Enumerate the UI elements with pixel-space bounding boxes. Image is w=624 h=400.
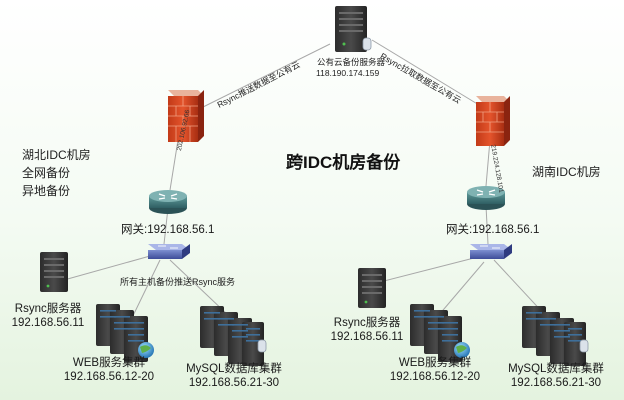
- hubei-web-ip: 192.168.56.12-20: [63, 370, 155, 383]
- cloud-server-ip: 118.190.174.159: [316, 68, 380, 78]
- hubei-idc-name: 湖北IDC机房: [22, 148, 91, 162]
- hunan-idc-name: 湖南IDC机房: [532, 165, 601, 179]
- cloud-backup-server-icon: [335, 6, 372, 52]
- link-right-router-switch: [485, 205, 489, 245]
- link-left-switch-mysql: [169, 259, 229, 316]
- hubei-rsync-server-icon: [40, 252, 68, 292]
- link-right-switch-rsync: [379, 257, 475, 283]
- right-firewall-icon: [476, 96, 510, 146]
- hunan-rsync-ip: 192.168.56.11: [330, 330, 404, 343]
- link-left-switch-rsync: [63, 255, 151, 281]
- hunan-web-cluster-icon: [410, 304, 470, 362]
- left-switch-icon: [148, 244, 190, 259]
- hunan-web-ip: 192.168.56.12-20: [389, 370, 481, 383]
- hunan-mysql-name: MySQL数据库集群: [508, 363, 604, 375]
- hubei-note-offsite-backup: 异地备份: [22, 184, 71, 198]
- hubei-mysql-name: MySQL数据库集群: [186, 363, 282, 375]
- hubei-mysql-ip: 192.168.56.21-30: [188, 376, 280, 389]
- hunan-mysql-label: MySQL数据库集群 192.168.56.21-30: [496, 363, 616, 391]
- right-router-icon: [467, 186, 505, 210]
- hubei-web-name: WEB服务集群: [72, 357, 146, 369]
- right-switch-icon: [470, 244, 512, 259]
- hunan-mysql-ip: 192.168.56.21-30: [510, 376, 602, 389]
- link-right-firewall-router: [485, 139, 491, 187]
- link-left-firewall-router: [169, 139, 179, 191]
- hunan-rsync-label: Rsync服务器 192.168.56.11: [322, 317, 412, 345]
- hubei-idc-label: 湖北IDC机房 全网备份 异地备份: [22, 146, 91, 200]
- hubei-rsync-ip: 192.168.56.11: [11, 316, 85, 329]
- link-left-switch-web: [129, 259, 161, 323]
- hubei-mysql-cluster-icon: [200, 306, 267, 366]
- hubei-rsync-name: Rsync服务器: [14, 303, 82, 315]
- link-cloud-right-firewall: [371, 39, 485, 109]
- hubei-web-cluster-icon: [96, 304, 154, 362]
- left-firewall-icon: [168, 90, 204, 142]
- hubei-web-label: WEB服务集群 192.168.56.12-20: [54, 357, 164, 385]
- left-router-icon: [149, 190, 187, 214]
- hubei-note-full-backup: 全网备份: [22, 166, 71, 180]
- hunan-mysql-cluster-icon: [522, 306, 589, 366]
- hubei-mysql-label: MySQL数据库集群 192.168.56.21-30: [174, 363, 294, 391]
- hunan-web-label: WEB服务集群 192.168.56.12-20: [380, 357, 490, 385]
- hubei-gateway-label: 网关:192.168.56.1: [121, 224, 215, 236]
- diagram-title: 跨IDC机房备份: [286, 153, 401, 172]
- hubei-push-note: 所有主机备份推送Rsync服务: [120, 277, 236, 287]
- link-right-switch-web: [437, 261, 485, 317]
- cloud-server-name: 公有云备份服务器: [317, 57, 386, 67]
- hunan-rsync-name: Rsync服务器: [333, 317, 401, 329]
- link-left-router-switch: [163, 207, 169, 245]
- hunan-gateway-label: 网关:192.168.56.1: [446, 224, 540, 236]
- hubei-rsync-label: Rsync服务器 192.168.56.11: [8, 303, 88, 331]
- link-cloud-left-firewall: [192, 43, 331, 113]
- hunan-web-name: WEB服务集群: [398, 357, 472, 369]
- hunan-rsync-server-icon: [358, 268, 386, 308]
- links: [63, 39, 547, 323]
